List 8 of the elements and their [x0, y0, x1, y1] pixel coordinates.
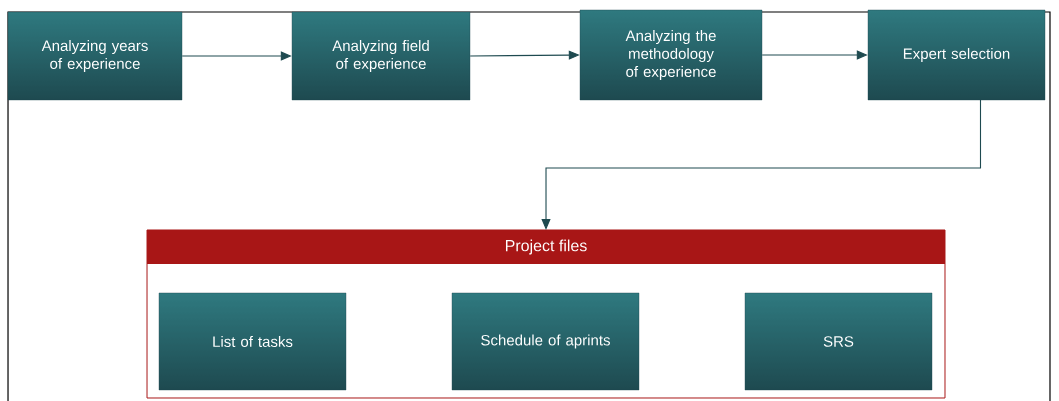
process-box: SRS: [744, 292, 933, 391]
process-box: Expert selection: [867, 9, 1046, 101]
process-box: Schedule of aprints: [451, 292, 640, 391]
process-box: Analyzing years of experience: [7, 11, 183, 101]
process-box: Analyzing the methodology of experience: [579, 9, 763, 101]
arrow: [541, 99, 982, 230]
process-box: Analyzing field of experience: [291, 11, 471, 101]
process-box: List of tasks: [158, 292, 347, 391]
